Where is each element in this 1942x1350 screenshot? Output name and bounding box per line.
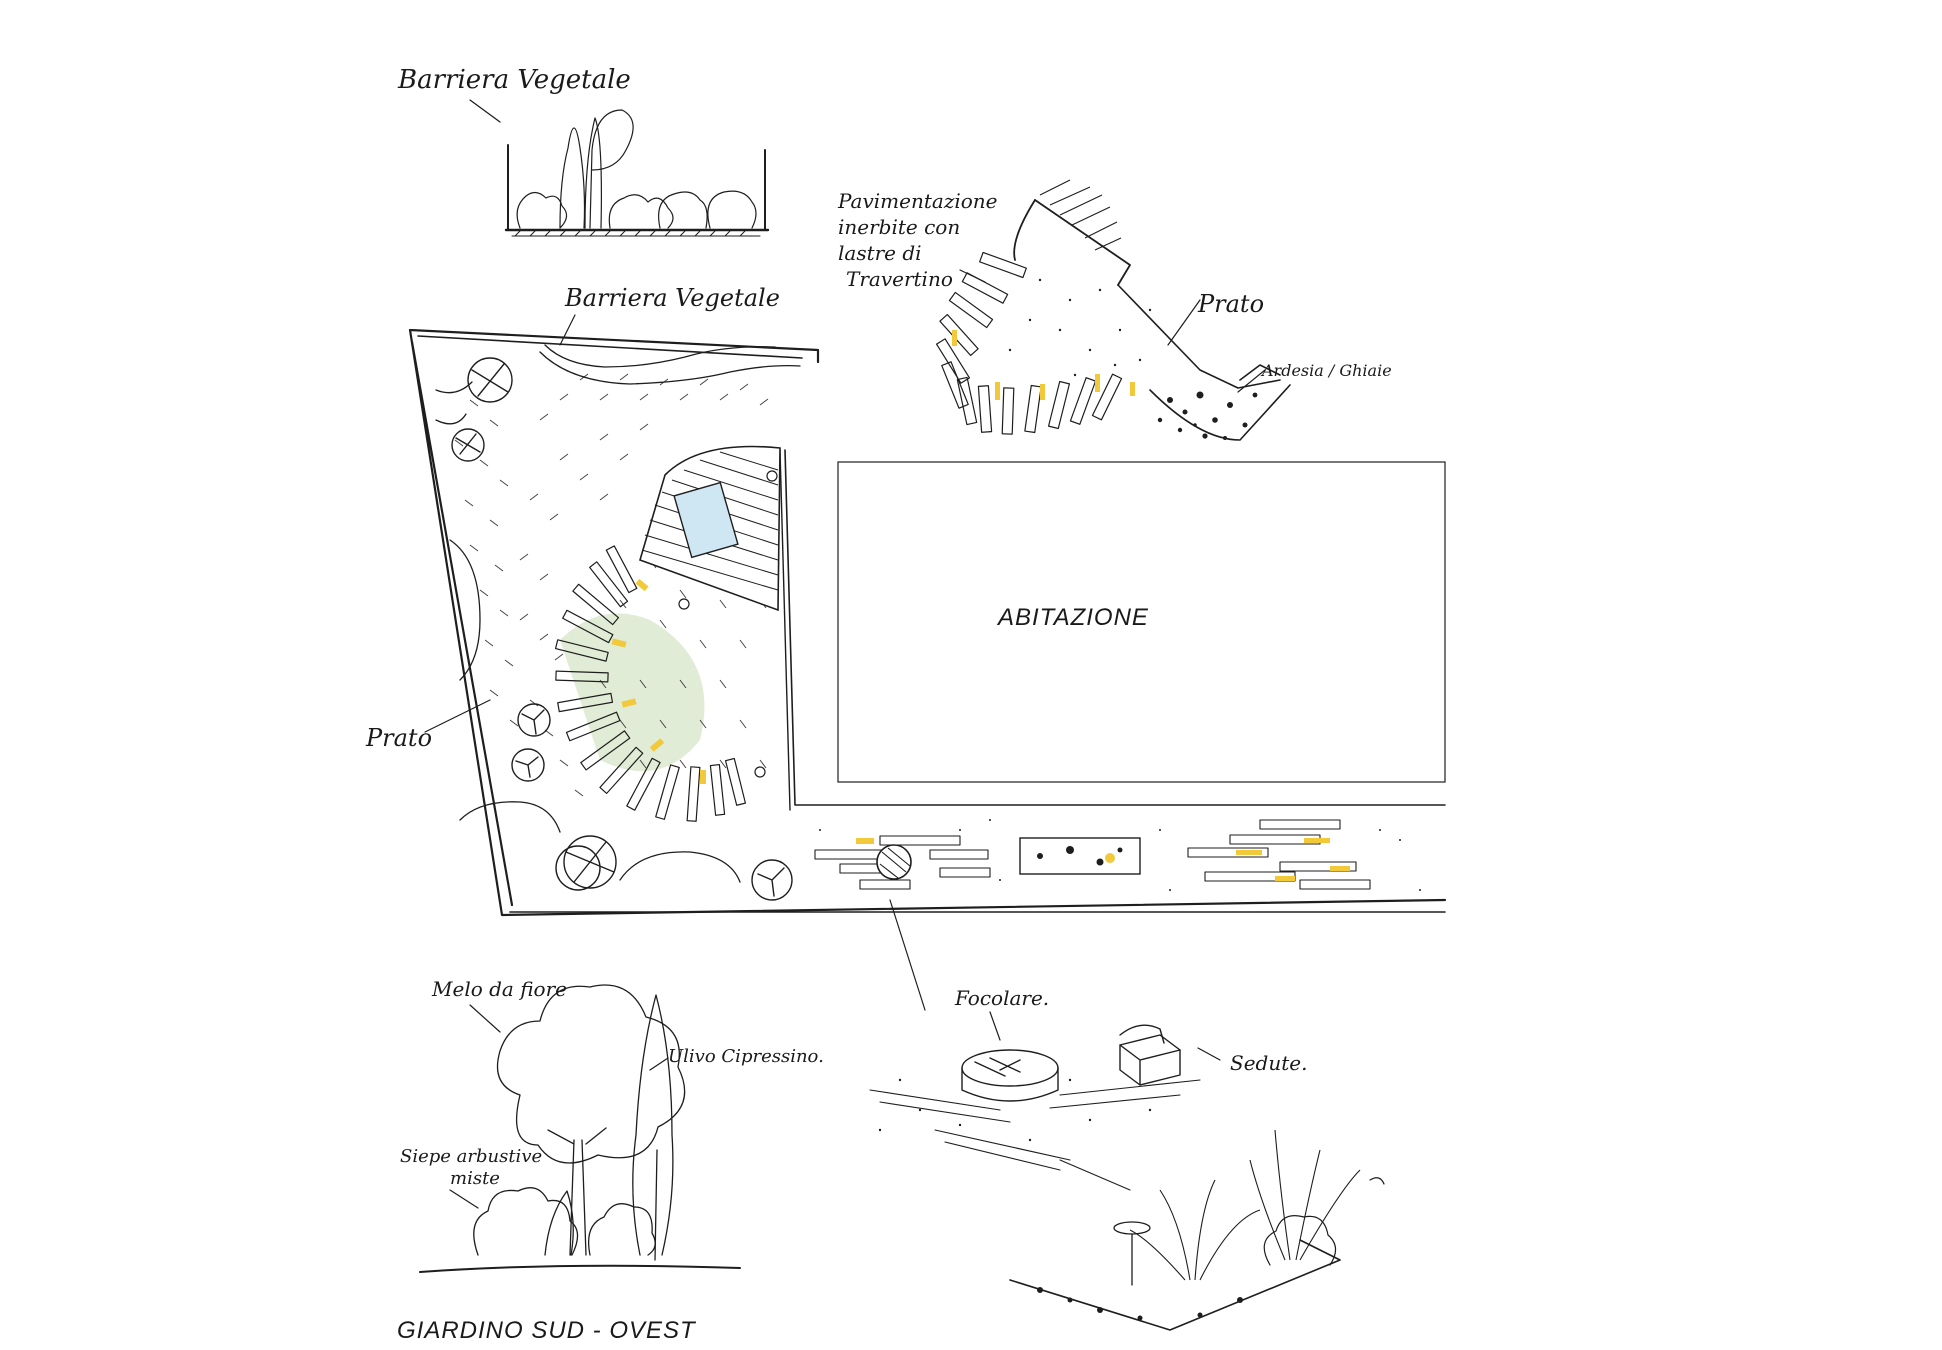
tree-ground-line <box>419 1264 741 1273</box>
paving-detail-sketch: Pavimentazione inerbite con lastre di Tr… <box>837 179 1392 441</box>
terrace-yellow-accents <box>856 838 1350 881</box>
hedge-elevation-label: Barriera Vegetale <box>397 65 631 95</box>
tree-elevation-sketch: Melo da fiore Ulivo Cipressino. Siepe ar… <box>400 977 824 1273</box>
garden-bed-edge <box>1009 1239 1341 1331</box>
mixed-shrubs-drawing <box>473 1187 656 1256</box>
paving-lawn-edge <box>1117 284 1281 389</box>
paving-label: Pavimentazione inerbite con lastre di Tr… <box>837 189 1004 291</box>
fire-pit-perspective: Focolare. Sedute. <box>869 986 1307 1191</box>
property-boundary <box>408 328 1447 917</box>
hedge-ground-hatch <box>514 229 747 237</box>
hedge-leader-line <box>469 99 501 123</box>
boundary-hedges <box>435 344 801 883</box>
radial-yellow-accents <box>611 578 706 784</box>
apple-tree-label: Melo da fiore <box>431 977 567 1001</box>
hedge-shrubs <box>516 109 757 229</box>
garden-lamp-drawing <box>1113 1221 1151 1286</box>
house-footprint <box>837 461 1446 783</box>
fire-pit-drawing <box>961 1049 1059 1102</box>
fire-pit-ground-paving <box>869 1079 1201 1191</box>
plan-trees <box>451 357 793 901</box>
terrace-stipple <box>819 819 1421 891</box>
hedge-frame-posts <box>507 144 766 231</box>
fire-pit-stipple <box>878 1078 1152 1142</box>
apple-tree-drawing <box>496 984 686 1256</box>
seats-label: Sedute. <box>1230 1051 1307 1075</box>
house-label: ABITAZIONE <box>996 604 1149 631</box>
gravel-stones <box>1157 391 1258 440</box>
paving-sun-hatching <box>1039 179 1122 251</box>
drawing-title: GIARDINO SUD - OVEST <box>397 1317 697 1344</box>
flowering-shrub-drawing <box>1263 1177 1385 1266</box>
paving-slabs-arc <box>935 251 1123 435</box>
site-plan: ABITAZIONE <box>365 284 1447 1344</box>
paving-yellow-accents <box>952 330 1135 400</box>
pool-basin <box>673 481 739 559</box>
bed-stones <box>1037 1287 1243 1321</box>
gravel-label: Ardesia / Ghiaie <box>1260 361 1392 380</box>
hearth-label: Focolare. <box>954 986 1049 1010</box>
terrace-paving-strips <box>814 819 1371 890</box>
lawn-green-wash <box>560 613 705 772</box>
shrub-label: Siepe arbustive miste <box>400 1146 548 1189</box>
olive-tree-label: Ulivo Cipressino. <box>668 1046 824 1067</box>
plan-lawn-label: Prato <box>365 724 432 752</box>
plan-hedge-label: Barriera Vegetale <box>564 284 780 312</box>
radial-stepping-slabs <box>554 545 747 822</box>
ornamental-grasses <box>1129 1129 1361 1281</box>
house-terrace-edge <box>784 449 1446 806</box>
hedge-elevation-sketch: Barriera Vegetale <box>397 65 770 237</box>
garden-bed-perspective <box>1009 1129 1385 1331</box>
paving-lawn-label: Prato <box>1197 290 1264 318</box>
seat-blocks-drawing <box>1119 1024 1181 1086</box>
paving-lawn-stipple <box>1008 278 1152 377</box>
olive-tree-drawing <box>632 994 674 1261</box>
